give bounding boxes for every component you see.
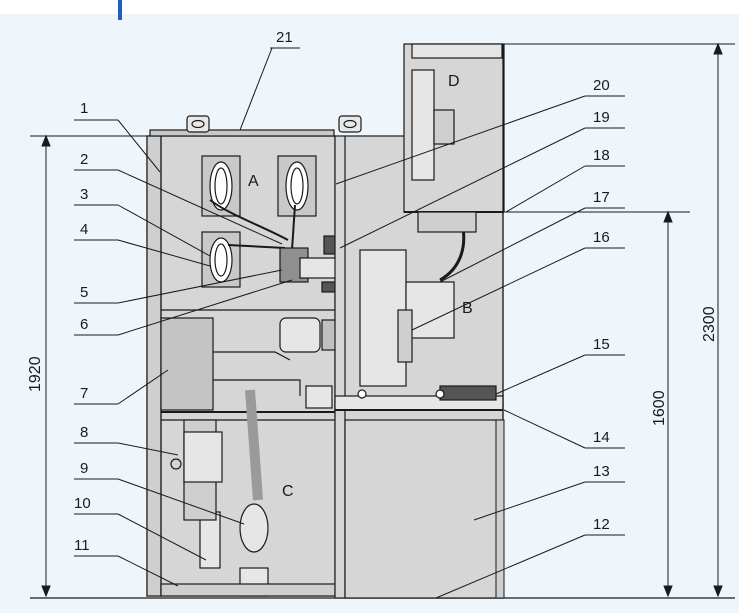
callout-5: 5 xyxy=(80,284,88,301)
callout-2: 2 xyxy=(80,151,88,168)
label-a: A xyxy=(248,173,259,190)
dimension-2300: 2300 xyxy=(701,306,718,342)
relay-compartment-d xyxy=(403,43,505,233)
callout-18: 18 xyxy=(593,147,610,164)
cable-compartment-c xyxy=(160,317,336,597)
callout-12: 12 xyxy=(593,516,610,533)
callout-20: 20 xyxy=(593,77,610,94)
accent-bar xyxy=(118,0,122,20)
busbar-compartment-a xyxy=(201,155,317,288)
dimension-lines xyxy=(30,42,735,598)
callout-7: 7 xyxy=(80,385,88,402)
callout-1: 1 xyxy=(80,100,88,117)
callout-21: 21 xyxy=(276,29,293,46)
label-c: C xyxy=(282,483,294,500)
callout-9: 9 xyxy=(80,460,88,477)
callout-16: 16 xyxy=(593,229,610,246)
dimension-1920: 1920 xyxy=(27,356,44,392)
dimension-1600: 1600 xyxy=(651,390,668,426)
callout-19: 19 xyxy=(593,109,610,126)
top-strip xyxy=(0,0,739,14)
callout-6: 6 xyxy=(80,316,88,333)
right-leaders xyxy=(335,95,625,599)
left-callouts: 1 2 3 4 5 6 7 8 9 10 11 21 xyxy=(74,29,293,554)
left-leaders xyxy=(74,47,300,587)
callout-15: 15 xyxy=(593,336,610,353)
callout-13: 13 xyxy=(593,463,610,480)
label-b: B xyxy=(462,300,473,317)
callout-8: 8 xyxy=(80,424,88,441)
callout-10: 10 xyxy=(74,495,91,512)
callout-11: 11 xyxy=(74,537,90,554)
callout-17: 17 xyxy=(593,189,610,206)
callout-4: 4 xyxy=(80,221,88,238)
label-d: D xyxy=(448,73,460,90)
callout-14: 14 xyxy=(593,429,610,446)
callout-3: 3 xyxy=(80,186,88,203)
right-callouts: 20 19 18 17 16 15 14 13 12 xyxy=(593,77,610,533)
